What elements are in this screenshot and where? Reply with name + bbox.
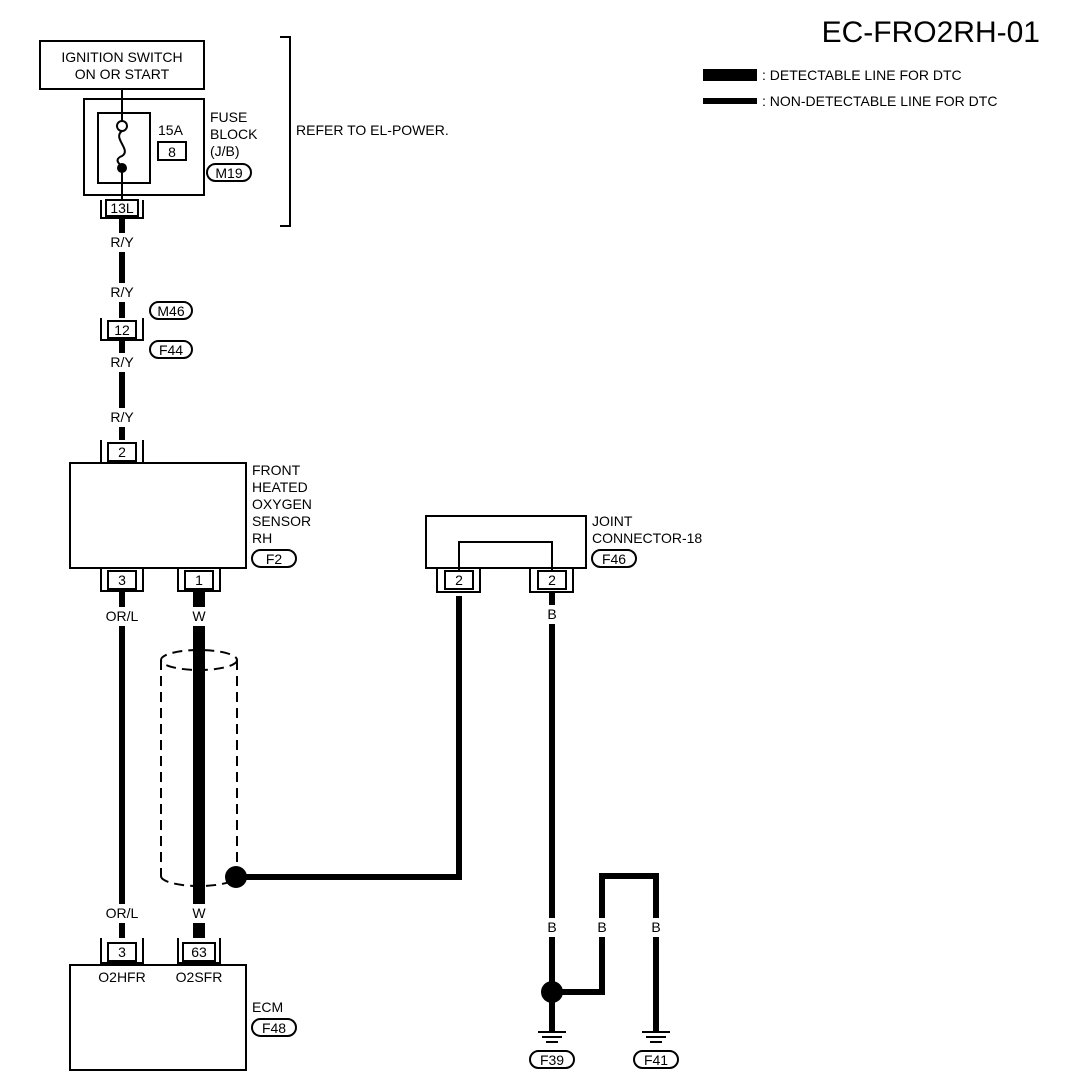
sensor-line5: RH (252, 530, 272, 546)
fuse-block-connector: M19 (215, 165, 242, 181)
ecm-pin-right: 63 (191, 944, 207, 960)
wire-orl-label-bottom: OR/L (106, 905, 139, 921)
front-heated-oxygen-sensor: 2 FRONT HEATED OXYGEN SENSOR RH F2 3 1 (69, 440, 312, 592)
ground-symbol-right: F41 (633, 1031, 679, 1069)
ignition-switch-line2: ON OR START (75, 66, 170, 82)
fuse-block-label1: FUSE (210, 109, 247, 125)
sensor-line4: SENSOR (252, 513, 311, 529)
refer-text: REFER TO EL-POWER. (296, 122, 449, 138)
fuse-top-terminal (116, 120, 128, 132)
ecm-connector: F48 (262, 1020, 286, 1036)
wire-shield-drain (236, 596, 462, 880)
inline-connector-pin: 12 (114, 322, 130, 338)
ignition-switch-line1: IGNITION SWITCH (61, 49, 182, 65)
legend-detectable-label: : DETECTABLE LINE FOR DTC (762, 67, 962, 83)
fuse-amp: 15A (158, 122, 184, 138)
sensor-line2: HEATED (252, 479, 308, 495)
fuse-icon (116, 130, 126, 167)
sensor-pin-right: 1 (195, 572, 203, 588)
fuse-block-label2: BLOCK (210, 126, 258, 142)
wire-shield (160, 649, 238, 887)
sensor-line3: OXYGEN (252, 496, 312, 512)
sensor-pin-left: 3 (118, 572, 126, 588)
fuse-block: 15A 8 FUSE BLOCK (J/B) M19 13L (83, 89, 258, 219)
joint-pin-left: 2 (455, 572, 463, 588)
ecm-terminal-right: O2SFR (176, 969, 223, 985)
wire-b-label-1: B (547, 606, 556, 622)
diagram-id: EC-FRO2RH-01 (822, 16, 1040, 49)
wire-orl-label-top: OR/L (106, 608, 139, 624)
sensor-pin-top: 2 (118, 444, 126, 460)
inline-connector: 12 M46 F44 (100, 301, 193, 359)
wire-b-label-2: B (547, 919, 556, 935)
refer-bracket: REFER TO EL-POWER. (280, 36, 449, 227)
wire-b-label-3: B (597, 919, 606, 935)
wire-ry-label-1: R/Y (110, 234, 134, 250)
inline-connector-top: M46 (157, 303, 184, 319)
ground-right-label: F41 (644, 1052, 668, 1068)
sensor-line1: FRONT (252, 462, 301, 478)
fuse-block-terminal: 13L (110, 200, 134, 216)
ecm: 3 63 O2HFR O2SFR ECM F48 (69, 938, 297, 1071)
joint-connector-id: F46 (602, 551, 626, 567)
wire-w-label-bottom: W (192, 905, 206, 921)
legend-non-detectable-label: : NON-DETECTABLE LINE FOR DTC (762, 93, 997, 109)
legend: : DETECTABLE LINE FOR DTC : NON-DETECTAB… (703, 67, 997, 109)
fuse-block-label3: (J/B) (210, 143, 240, 159)
joint-pin-right: 2 (548, 572, 556, 588)
wire-ry-label-4: R/Y (110, 409, 134, 425)
fuse-number: 8 (168, 144, 176, 160)
inline-connector-bottom: F44 (159, 342, 183, 358)
ground-left-label: F39 (540, 1052, 564, 1068)
wire-w-label-top: W (192, 608, 206, 624)
ecm-pin-left: 3 (118, 944, 126, 960)
ecm-label: ECM (252, 999, 283, 1015)
ignition-switch: IGNITION SWITCH ON OR START (39, 40, 205, 90)
joint-line1: JOINT (592, 513, 633, 529)
ground-symbol-left: F39 (529, 1031, 575, 1069)
ecm-terminal-left: O2HFR (98, 969, 145, 985)
sensor-connector: F2 (266, 551, 283, 567)
joint-connector: 2 2 JOINT CONNECTOR-18 F46 (425, 513, 702, 593)
wire-b-branch (552, 873, 659, 1032)
wire-b-label-4: B (651, 919, 660, 935)
wire-ry-label-2: R/Y (110, 284, 134, 300)
wire-ry-label-3: R/Y (110, 354, 134, 370)
joint-line2: CONNECTOR-18 (592, 530, 702, 546)
